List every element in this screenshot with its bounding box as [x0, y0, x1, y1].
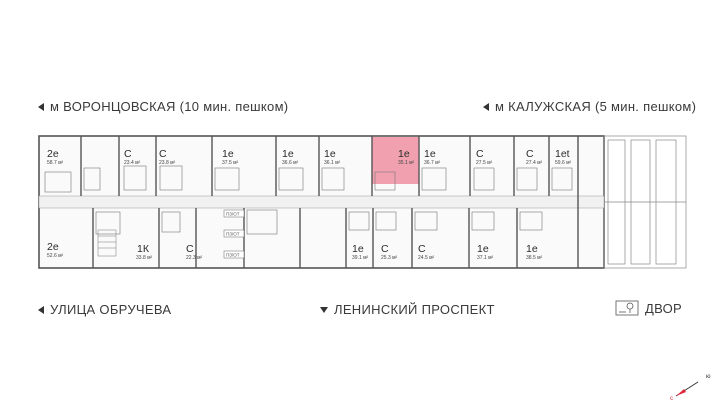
unit-area: 52.6 м² — [47, 253, 64, 259]
corridor — [38, 195, 605, 209]
unit-area: 35.1 м² — [398, 160, 415, 166]
units-top: 2е 58.7 м² С 23.4 м² С 23.8 м² 1е 37.5 м… — [47, 148, 572, 166]
utility-tag: ПЗ/ОТ — [226, 212, 240, 217]
unit-area: 24.5 м² — [418, 255, 435, 261]
metro-right-label: м КАЛУЖСКАЯ (5 мин. пешком) — [483, 99, 696, 114]
unit-type[interactable]: 1е — [324, 148, 336, 160]
compass-icon — [675, 381, 699, 397]
unit-area: 36.7 м² — [424, 160, 441, 166]
unit-type[interactable]: 1е — [477, 243, 489, 255]
unit-area: 36.6 м² — [282, 160, 299, 166]
unit-type[interactable]: С — [381, 243, 389, 255]
yard-label: ДВОР — [615, 300, 682, 316]
unit-type[interactable]: С — [186, 243, 194, 255]
unit-area: 22.3 м² — [186, 255, 203, 261]
unit-type[interactable]: 1е — [222, 148, 234, 160]
unit-area: 27.5 м² — [476, 160, 493, 166]
utility-rooms: ПЗ/ОТ ПЗ/ОТ ПЗ/ОТ — [223, 209, 245, 259]
metro-left-label: м ВОРОНЦОВСКАЯ (10 мин. пешком) — [38, 99, 288, 114]
compass-north-label: с — [670, 396, 673, 402]
triangle-left-icon — [483, 102, 489, 111]
unit-area: 25.3 м² — [381, 255, 398, 261]
triangle-left-icon — [38, 305, 44, 314]
unit-type[interactable]: 1е — [398, 148, 410, 160]
unit-area: 58.7 м² — [47, 160, 64, 166]
stairwell — [97, 229, 117, 257]
compass-south-label: ю — [706, 374, 711, 380]
unit-type[interactable]: С — [526, 148, 534, 160]
unit-area: 39.1 м² — [352, 255, 369, 261]
triangle-down-icon — [320, 306, 328, 313]
unit-area: 33.8 м² — [136, 255, 153, 261]
triangle-left-icon — [38, 102, 44, 111]
unit-area: 38.5 м² — [526, 255, 543, 261]
unit-type[interactable]: 1К — [137, 243, 150, 255]
units-bottom: 2е 52.6 м² 1К 33.8 м² С 22.3 м² 1е 39.1 … — [47, 241, 543, 261]
unit-type[interactable]: С — [159, 148, 167, 160]
interior-fixtures — [44, 165, 573, 235]
unit-type[interactable]: 1е — [424, 148, 436, 160]
tree-bench-icon — [615, 300, 639, 316]
utility-tag: ПЗ/ОТ — [226, 253, 240, 258]
street-left-label: УЛИЦА ОБРУЧЕВА — [38, 302, 171, 317]
unit-type[interactable]: С — [476, 148, 484, 160]
unit-type[interactable]: 2е — [47, 148, 59, 160]
utility-tag: ПЗ/ОТ — [226, 232, 240, 237]
unit-area: 23.4 м² — [124, 160, 141, 166]
unit-area: 23.8 м² — [159, 160, 176, 166]
unit-area: 36.1 м² — [324, 160, 341, 166]
street-center-label: ЛЕНИНСКИЙ ПРОСПЕКТ — [320, 302, 495, 317]
unit-type[interactable]: 1е — [352, 243, 364, 255]
yard-galleries — [603, 135, 687, 269]
unit-type[interactable]: С — [124, 148, 132, 160]
selected-apartment[interactable] — [372, 137, 419, 184]
unit-area: 27.4 м² — [526, 160, 543, 166]
unit-type[interactable]: 2е — [47, 241, 59, 253]
unit-area: 59.6 м² — [555, 160, 572, 166]
unit-area: 37.1 м² — [477, 255, 494, 261]
unit-type[interactable]: 1е — [526, 243, 538, 255]
unit-type[interactable]: 1еt — [555, 148, 570, 160]
unit-type[interactable]: С — [418, 243, 426, 255]
top-unit-walls — [80, 136, 579, 268]
unit-type[interactable]: 1е — [282, 148, 294, 160]
unit-area: 37.5 м² — [222, 160, 239, 166]
